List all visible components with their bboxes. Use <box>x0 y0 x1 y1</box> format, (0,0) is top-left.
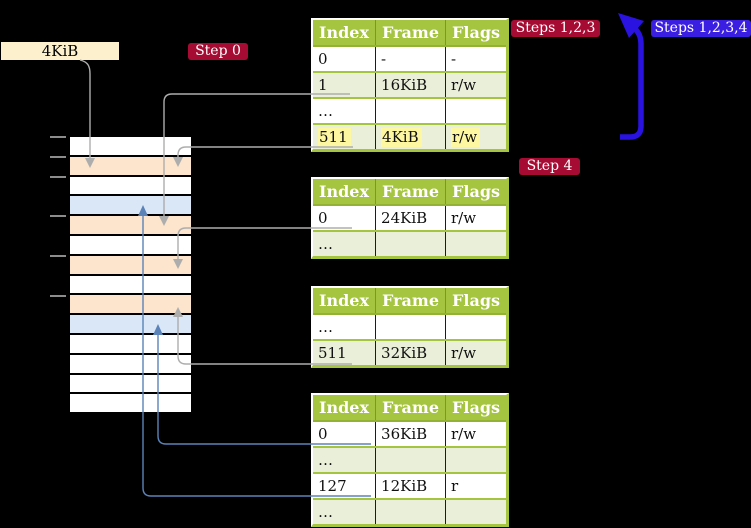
column-header: Frame <box>375 179 447 206</box>
memory-free-frame <box>70 137 191 157</box>
table-row: 0-- <box>313 45 507 72</box>
column-header: Index <box>313 179 377 206</box>
table-cell: r/w <box>445 204 507 231</box>
table-cell: 1 <box>313 71 376 98</box>
address-tick <box>50 255 66 257</box>
address-tick <box>50 215 66 217</box>
memory-free-frame <box>70 334 191 355</box>
table-cell: 36KiB <box>375 420 446 447</box>
column-header: Index <box>313 288 377 315</box>
memory-page-table-frame <box>70 295 191 316</box>
column-header: Index <box>313 20 377 47</box>
table-cell <box>445 230 507 256</box>
table-cell: 12KiB <box>375 472 446 499</box>
table-cell: 24KiB <box>375 204 446 231</box>
table-cell: 511 <box>313 339 376 365</box>
table-cell: r <box>445 472 507 499</box>
table-cell: r/w <box>445 71 507 98</box>
memory-free-frame <box>70 235 191 256</box>
memory-free-frame <box>70 275 191 296</box>
table-cell: 16KiB <box>375 71 446 98</box>
column-header: Frame <box>375 395 447 422</box>
table-cell <box>375 498 446 524</box>
table-cell <box>445 97 507 124</box>
table-cell <box>445 313 507 340</box>
step0-badge: Step 0 <box>188 43 248 60</box>
column-header: Flags <box>445 288 507 315</box>
highlighted-value: 511 <box>318 128 351 147</box>
table-cell: r/w <box>445 339 507 365</box>
memory-page-table-frame <box>70 255 191 276</box>
table-cell: … <box>313 313 376 340</box>
table-cell: 511 <box>313 123 376 149</box>
memory-page-table-frame <box>70 156 191 177</box>
table-cell: 32KiB <box>375 339 446 365</box>
table-cell <box>445 498 507 524</box>
table-row: … <box>313 446 507 473</box>
memory-page-table-frame <box>70 216 191 236</box>
table-cell: 0 <box>313 45 376 72</box>
table-cell: … <box>313 230 376 256</box>
table-row: … <box>313 97 507 124</box>
table-row: … <box>313 230 507 256</box>
table-cell <box>375 230 446 256</box>
address-tick <box>50 136 66 138</box>
steps123-badge: Steps 1,2,3 <box>511 20 600 37</box>
memory-free-frame <box>70 374 191 395</box>
step4-badge: Step 4 <box>519 158 580 175</box>
table-row: 511 4KiB r/w <box>313 123 507 149</box>
address-tick <box>50 295 66 297</box>
table-cell: r/w <box>445 420 507 447</box>
column-header: Flags <box>445 20 507 47</box>
table-cell: 0 <box>313 420 376 447</box>
highlighted-value: r/w <box>451 128 481 147</box>
table-cell <box>375 313 446 340</box>
table-cell: - <box>445 45 507 72</box>
memory-free-frame <box>70 354 191 375</box>
column-header: Flags <box>445 395 507 422</box>
column-header: Frame <box>375 20 447 47</box>
column-header: Index <box>313 395 377 422</box>
table-cell: 127 <box>313 472 376 499</box>
table-cell: r/w <box>445 123 507 149</box>
table-cell <box>445 446 507 473</box>
table-cell: … <box>313 97 376 124</box>
steps1234-badge: Steps 1,2,3,4 <box>651 20 751 37</box>
table-cell: 0 <box>313 204 376 231</box>
frame-size-label: 4KiB <box>1 42 119 60</box>
memory-mapped-page-frame <box>70 196 191 217</box>
address-tick <box>50 176 66 178</box>
table-cell <box>375 97 446 124</box>
table-cell <box>375 446 446 473</box>
physical-memory-strip <box>70 137 191 415</box>
highlighted-value: 4KiB <box>381 128 422 147</box>
memory-free-frame <box>70 394 191 415</box>
memory-free-frame <box>70 176 191 197</box>
column-header: Frame <box>375 288 447 315</box>
table-cell: … <box>313 446 376 473</box>
table-cell: … <box>313 498 376 524</box>
recursive-loop-arrow <box>618 13 644 140</box>
table-row: … <box>313 313 507 340</box>
table-row: … <box>313 498 507 524</box>
column-header: Flags <box>445 179 507 206</box>
address-tick <box>50 156 66 158</box>
table-cell: 4KiB <box>375 123 446 149</box>
memory-mapped-page-frame <box>70 315 191 335</box>
table-cell: - <box>375 45 446 72</box>
